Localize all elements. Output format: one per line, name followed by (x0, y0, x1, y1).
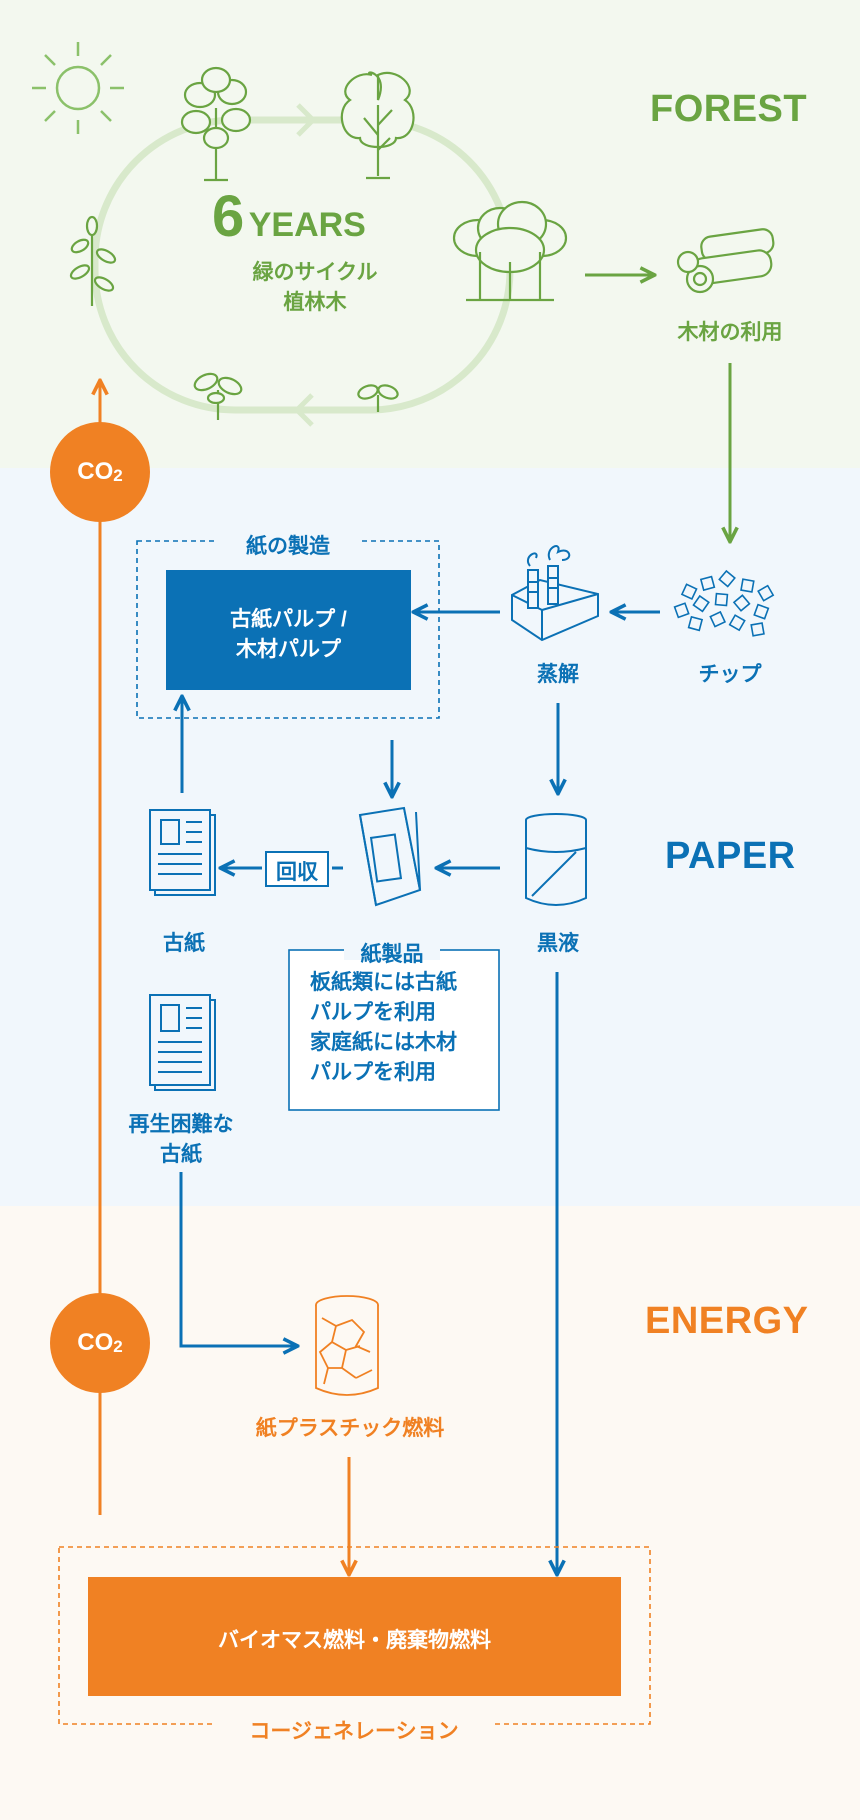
tree-icon (340, 71, 415, 180)
bush-icon (452, 200, 568, 302)
log-icon (676, 228, 775, 294)
hard-recycle-label-line1: 再生困難な (128, 1113, 234, 1136)
hard-recycle-label-line2: 古紙 (160, 1143, 202, 1166)
sapling-icon (69, 215, 117, 306)
arrow-hardrecycle-to-rpf (179, 1172, 296, 1346)
section-title-paper: PAPER (665, 835, 796, 877)
biomass-box (88, 1577, 621, 1696)
fuel-pellet-icon (315, 1295, 379, 1396)
paper-product-icon (358, 806, 422, 907)
papermaking-label: 紙の製造 (218, 530, 358, 560)
pulp-label-line1: 古紙パルプ / (230, 608, 347, 631)
timber-use-label: 木材の利用 (677, 321, 783, 344)
collection-box (265, 851, 329, 887)
factory-icon (511, 545, 599, 642)
biomass-label: バイオマス燃料・廃棄物燃料 (218, 1629, 491, 1652)
products-line-3: 家庭紙には木材 (310, 1031, 457, 1054)
waste-paper-label: 古紙 (163, 932, 205, 955)
products-title-gap (344, 940, 440, 960)
section-title-energy: ENERGY (645, 1300, 809, 1342)
wood-chip-icon (673, 569, 775, 637)
cycle-years-label: YEARS (248, 206, 366, 244)
sprout-icon (193, 372, 243, 420)
pulp-label-line2: 木材パルプ (236, 638, 341, 661)
digestion-label: 蒸解 (537, 663, 579, 686)
cogeneration-label: コージェネレーション (214, 1715, 494, 1745)
cycle-line1: 緑のサイクル (252, 261, 378, 284)
newspaper-icon (149, 994, 216, 1091)
ring-chevron-right (296, 103, 317, 137)
newspaper-icon (149, 809, 216, 896)
co2-text: CO (77, 458, 114, 485)
glass-icon (525, 813, 587, 906)
ring-chevron-left (293, 393, 314, 427)
sun-icon (32, 42, 124, 134)
cycle-number: 6 (212, 184, 245, 249)
cycle-years: 6 YEARS (212, 188, 366, 246)
cycle-line2: 植林木 (283, 291, 347, 314)
rpf-label: 紙プラスチック燃料 (255, 1417, 445, 1440)
co2-subscript: 2 (113, 466, 123, 485)
products-note-box (288, 949, 500, 1111)
chip-label: チップ (698, 663, 762, 686)
forest-section-background (0, 0, 860, 468)
products-line-1: 板紙類には古紙 (310, 971, 457, 994)
tree-icon (180, 66, 252, 182)
products-line-4: パルプを利用 (310, 1061, 436, 1084)
collection-label: 回収 (276, 861, 318, 884)
papermaking-frame (136, 540, 440, 719)
black-liquor-label: 黒液 (537, 932, 579, 955)
co2-text: CO (77, 1329, 114, 1356)
products-line-2: パルプを利用 (310, 1001, 436, 1024)
section-title-forest: FOREST (650, 88, 808, 130)
products-title: 紙製品 (360, 943, 424, 966)
pulp-box (166, 570, 411, 690)
sprout-icon (357, 384, 399, 412)
co2-subscript: 2 (113, 1337, 123, 1356)
